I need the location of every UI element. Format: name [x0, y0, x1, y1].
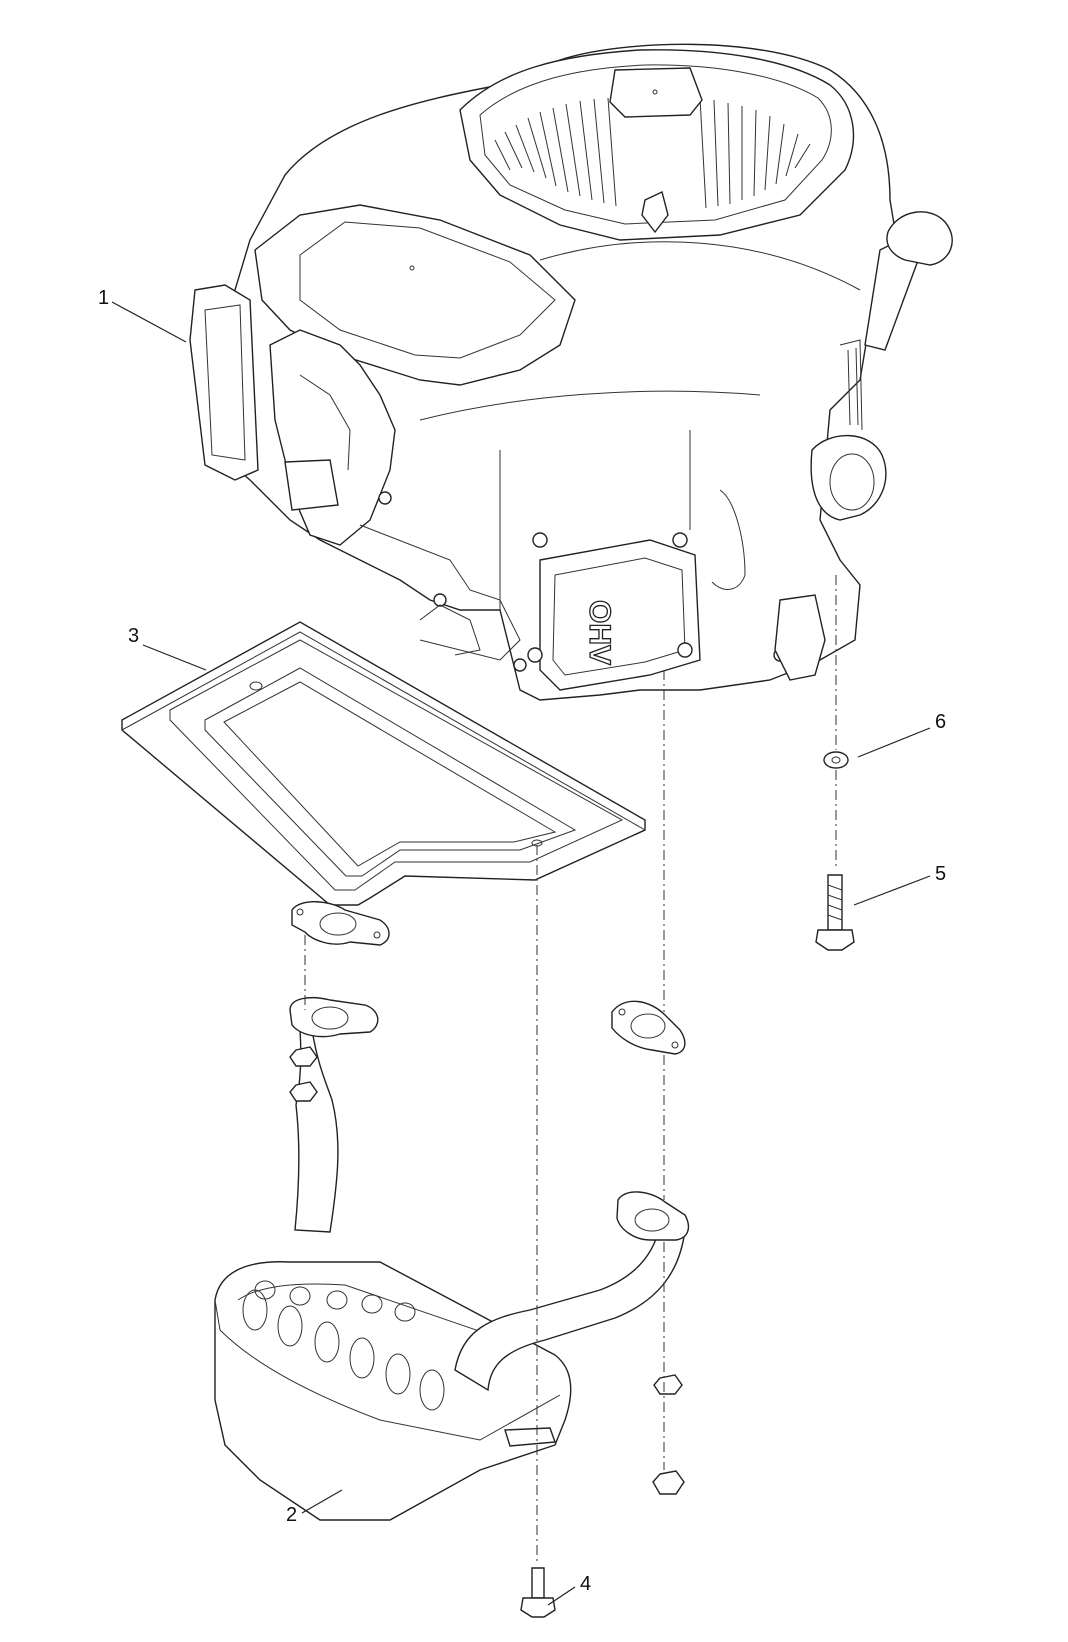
leader-4 [547, 1586, 576, 1606]
leader-5 [853, 875, 931, 906]
callout-leaders [111, 301, 931, 1606]
leader-1 [111, 301, 187, 343]
ohv-marking: OHV [583, 600, 616, 665]
leader-6 [857, 727, 931, 758]
callout-numbers: 1 2 3 4 5 6 [98, 287, 946, 1595]
callout-5: 5 [935, 863, 946, 885]
heat-shield [121, 621, 646, 906]
assembly-center-lines [304, 575, 837, 1565]
gasket-left [291, 901, 390, 946]
leader-3 [142, 644, 207, 671]
muffler [214, 997, 690, 1521]
callout-6: 6 [935, 711, 946, 733]
callout-4: 4 [580, 1573, 591, 1595]
leader-2 [301, 1489, 343, 1514]
callout-3: 3 [128, 625, 139, 647]
bolt-bottom [520, 1567, 556, 1618]
washer [823, 751, 849, 769]
callout-1: 1 [98, 287, 109, 309]
callout-2: 2 [286, 1504, 297, 1526]
engine: OHV [189, 43, 953, 701]
gasket-right [611, 1000, 686, 1055]
bolt-right [815, 874, 855, 951]
